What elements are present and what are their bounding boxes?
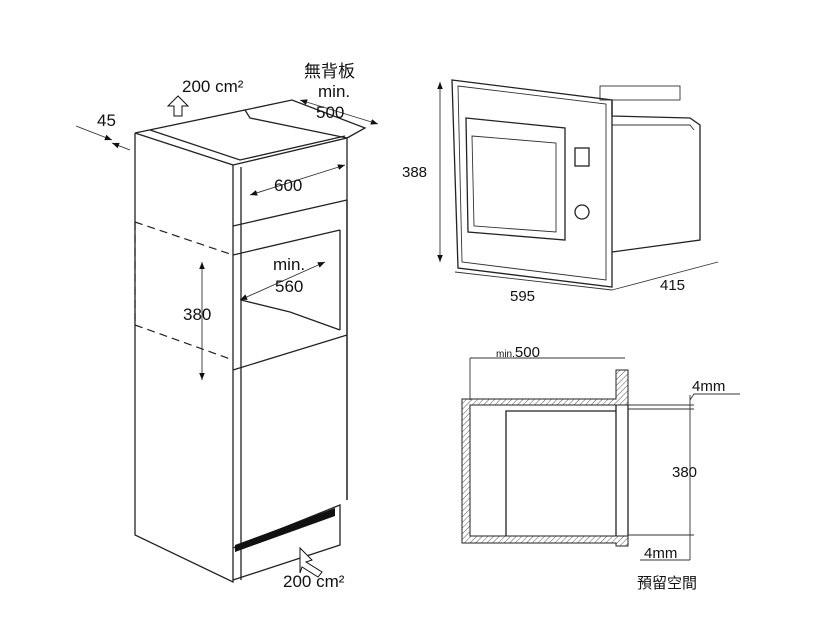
bottom-gap-value: 4mm xyxy=(644,545,677,562)
niche-depth-min-label: min. xyxy=(273,255,305,274)
section-depth-label: min.500 xyxy=(496,344,540,361)
no-back-panel-label: 無背板 xyxy=(304,62,355,81)
section-view-drawing xyxy=(461,357,740,561)
top-vent-label: 200 cm² xyxy=(182,77,244,96)
vent-in-arrow-icon xyxy=(299,546,323,578)
niche-height-value: 380 xyxy=(183,305,211,324)
section-height-value: 380 xyxy=(672,464,697,481)
vent-up-arrow-icon xyxy=(166,95,190,117)
gap-value: 45 xyxy=(97,111,116,130)
bottom-vent-label: 200 cm² xyxy=(283,572,345,591)
reserved-space-label: 預留空間 xyxy=(637,575,697,592)
depth-min-label: min. xyxy=(318,82,350,101)
appliance-depth-value: 415 xyxy=(660,277,685,294)
appliance-width-value: 595 xyxy=(510,288,535,305)
top-gap-value: 4mm xyxy=(692,378,725,395)
microwave-drawing xyxy=(437,79,719,291)
tall-cabinet-drawing xyxy=(75,95,379,584)
width-value: 600 xyxy=(274,176,302,195)
depth-value: 500 xyxy=(316,103,344,122)
appliance-height-value: 388 xyxy=(402,164,427,181)
niche-depth-value: 560 xyxy=(275,277,303,296)
